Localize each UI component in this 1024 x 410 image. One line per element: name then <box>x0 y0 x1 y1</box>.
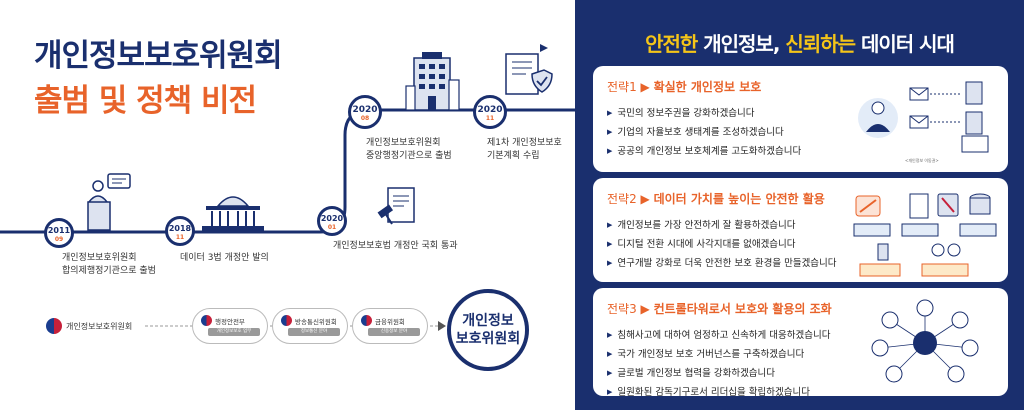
list-item: 국민의 정보주권을 강화하겠습니다 <box>607 104 801 123</box>
list-item: 일원화된 감독기구로서 리더십을 확립하겠습니다 <box>607 383 831 396</box>
org-card-kcc: 방송통신위원회 정보통신 분야 <box>272 308 348 344</box>
data-portability-illustration <box>858 81 989 153</box>
government-emblem-icon <box>201 315 212 326</box>
list-item: 연구개발 강화로 더욱 안전한 보호 환경을 만들겠습니다 <box>607 254 836 273</box>
strategy-card-2: 전략2 ▶ 데이터 가치를 높이는 안전한 활용 개인정보를 가장 안전하게 잘… <box>593 178 1008 282</box>
illustration-caption: <개인정보 이동권> <box>905 158 939 163</box>
timeline-label-2018: 데이터 3법 개정안 발의 <box>180 253 269 263</box>
podium-speaker-icon <box>87 173 131 231</box>
office-building-icon <box>405 52 460 111</box>
list-item: 침해사고에 대하여 엄정하고 신속하게 대응하겠습니다 <box>607 326 830 345</box>
right-panel: 안전한 개인정보, 신뢰하는 데이터 시대 전략1 ▶ 확실한 개인정보 보호 … <box>575 0 1024 410</box>
government-emblem-icon <box>281 315 292 326</box>
unified-commission-circle: 개인정보 보호위원회 <box>447 289 529 371</box>
national-assembly-icon <box>202 196 264 231</box>
page-subtitle: 출범 및 정책 비전 <box>34 83 257 119</box>
list-item: 개인정보를 가장 안전하게 잘 활용하겠습니다 <box>607 216 837 235</box>
left-panel: 개인정보보호위원회 출범 및 정책 비전 <box>0 38 575 371</box>
page-title: 개인정보보호위원회 <box>34 38 283 74</box>
strategy-heading: 전략1 ▶ 확실한 개인정보 보호 <box>607 80 762 94</box>
list-item: 국가 개인정보 보호 거버넌스를 구축하겠습니다 <box>607 345 831 364</box>
strategy-heading: 전략3 ▶ 컨트롤타워로서 보호와 활용의 조화 <box>607 302 832 316</box>
timeline-label-2020-01: 개인정보보호법 개정안 국회 통과 <box>333 241 458 251</box>
org-card-fsc: 금융위원회 신용정보 분야 <box>352 308 428 344</box>
strategy-bullets: 개인정보를 가장 안전하게 잘 활용하겠습니다 디지털 전환 시대에 사각지대를… <box>607 216 837 273</box>
list-item: 기업의 자율보호 생태계를 조성하겠습니다 <box>607 123 801 142</box>
vision-title: 안전한 개인정보, 신뢰하는 데이터 시대 <box>645 32 955 56</box>
data-utilization-illustration <box>853 193 997 277</box>
strategy-card-1: 전략1 ▶ 확실한 개인정보 보호 국민의 정보주권을 강화하겠습니다 기업의 … <box>593 66 1008 172</box>
strategy-bullets: 침해사고에 대하여 엄정하고 신속하게 대응하겠습니다 국가 개인정보 보호 거… <box>607 326 831 396</box>
government-emblem-icon <box>46 318 62 334</box>
list-item: 글로벌 개인정보 협력을 강화하겠습니다 <box>607 364 831 383</box>
list-item: 공공의 개인정보 보호체계를 고도화하겠습니다 <box>607 142 801 161</box>
org-card-mois: 행정안전부 개인정보보호 업무 <box>192 308 268 344</box>
strategy-card-3: 전략3 ▶ 컨트롤타워로서 보호와 활용의 조화 침해사고에 대하여 엄정하고 … <box>593 288 1008 396</box>
governance-network-illustration <box>871 299 979 383</box>
government-emblem-icon <box>361 315 372 326</box>
origin-org: 개인정보보호위원회 <box>46 318 132 334</box>
law-document-gavel-icon <box>377 187 415 225</box>
strategy-heading: 전략2 ▶ 데이터 가치를 높이는 안전한 활용 <box>607 192 825 206</box>
strategy-bullets: 국민의 정보주권을 강화하겠습니다 기업의 자율보호 생태계를 조성하겠습니다 … <box>607 104 801 161</box>
plan-shield-icon <box>505 44 553 95</box>
list-item: 디지털 전환 시대에 사각지대를 없애겠습니다 <box>607 235 837 254</box>
